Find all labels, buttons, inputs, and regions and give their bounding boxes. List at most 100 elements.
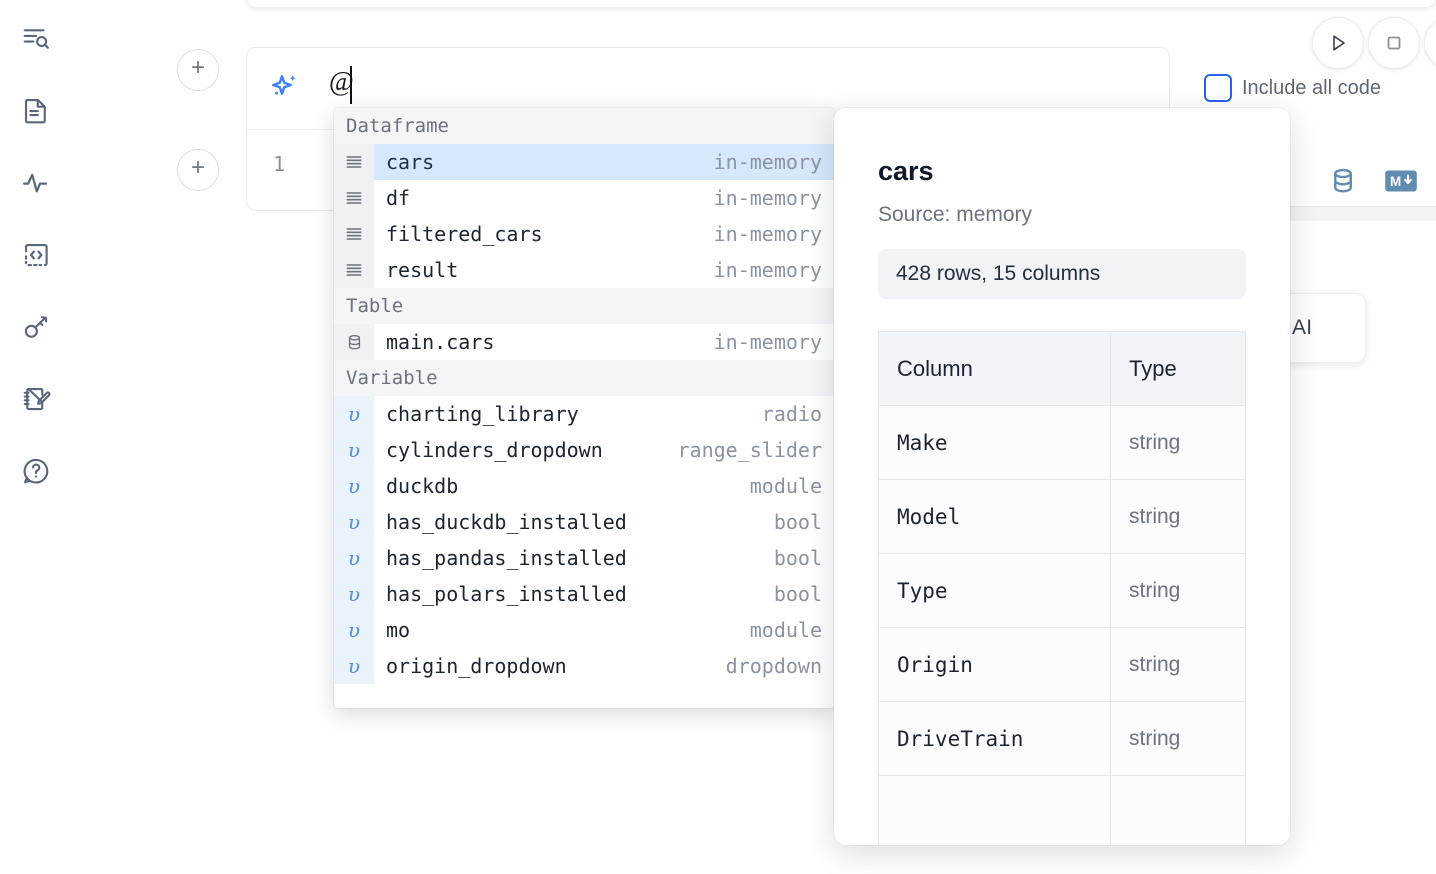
previous-cell-card — [246, 0, 1436, 8]
autocomplete-item[interactable]: υ has_polars_installed bool — [334, 576, 834, 612]
autocomplete-item-type: in-memory — [713, 150, 822, 174]
sparkle-icon — [267, 70, 303, 111]
table-cell-column — [878, 775, 1111, 845]
autocomplete-item-type: in-memory — [713, 330, 822, 354]
autocomplete-item-type: dropdown — [725, 654, 822, 678]
database-icon[interactable] — [1328, 166, 1358, 201]
help-chat-icon[interactable] — [15, 450, 57, 492]
activity-pulse-icon[interactable] — [15, 162, 57, 204]
ai-prompt-input[interactable]: @ — [329, 66, 355, 96]
table-column-header: Column — [878, 331, 1111, 406]
dataframe-preview-panel: cars Source: memory 428 rows, 15 columns… — [834, 108, 1290, 845]
include-all-code-checkbox[interactable] — [1204, 74, 1232, 102]
autocomplete-item-type: bool — [773, 582, 822, 606]
table-cell-type: string — [1110, 701, 1246, 776]
autocomplete-item[interactable]: result in-memory — [334, 252, 834, 288]
autocomplete-item-name: main.cars — [386, 330, 495, 354]
preview-title: cars — [878, 156, 934, 186]
table-cell-column: Make — [878, 405, 1111, 480]
variable-icon: υ — [334, 576, 374, 612]
table-cell-type: string — [1110, 627, 1246, 702]
autocomplete-item[interactable]: main.cars in-memory — [334, 324, 834, 360]
autocomplete-item-name: has_duckdb_installed — [386, 510, 627, 534]
outline-search-icon[interactable] — [15, 18, 57, 60]
autocomplete-item-body: main.cars in-memory — [374, 324, 834, 360]
add-cell-button-below[interactable]: + — [177, 149, 219, 191]
table-cell-type — [1110, 775, 1246, 845]
file-document-icon[interactable] — [15, 90, 57, 132]
line-number: 1 — [273, 152, 286, 176]
table-cell-type: string — [1110, 553, 1246, 628]
stop-button[interactable] — [1368, 17, 1420, 69]
key-icon[interactable] — [15, 306, 57, 348]
add-cell-label: + — [190, 54, 205, 81]
add-cell-button-above[interactable]: + — [177, 49, 219, 91]
autocomplete-group-header: Table — [334, 288, 834, 324]
text-cursor — [350, 66, 352, 104]
markdown-icon[interactable]: M — [1384, 168, 1418, 199]
markdown-glyph: M — [1385, 170, 1417, 191]
table-cell-column: Model — [878, 479, 1111, 554]
add-cell-label: + — [190, 154, 205, 181]
variable-icon: υ — [334, 612, 374, 648]
autocomplete-item-name: has_polars_installed — [386, 582, 627, 606]
autocomplete-item-name: duckdb — [386, 474, 459, 498]
database-icon — [334, 324, 374, 360]
table-row — [878, 775, 1246, 845]
include-all-code-label: Include all code — [1242, 76, 1381, 99]
autocomplete-item[interactable]: υ cylinders_dropdown range_slider — [334, 432, 834, 468]
preview-source: Source: memory — [878, 203, 1033, 226]
preview-shape-badge: 428 rows, 15 columns — [878, 249, 1246, 299]
more-actions-button[interactable] — [1424, 17, 1436, 69]
dataframe-icon — [334, 216, 374, 252]
autocomplete-item-body: mo module — [374, 612, 834, 648]
variable-icon: υ — [334, 540, 374, 576]
notebook-edit-icon[interactable] — [15, 378, 57, 420]
stop-square-icon — [1387, 36, 1401, 50]
table-cell-column: Origin — [878, 627, 1111, 702]
autocomplete-item-type: bool — [773, 546, 822, 570]
dataframe-icon — [334, 252, 374, 288]
autocomplete-item-body: cylinders_dropdown range_slider — [374, 432, 834, 468]
autocomplete-item-name: cylinders_dropdown — [386, 438, 603, 462]
variable-icon: υ — [334, 432, 374, 468]
autocomplete-item-type: module — [749, 618, 822, 642]
table-cell-column: DriveTrain — [878, 701, 1111, 776]
autocomplete-item-name: df — [386, 186, 411, 210]
autocomplete-item-name: mo — [386, 618, 411, 642]
autocomplete-item-name: result — [386, 258, 459, 282]
autocomplete-group-header: Dataframe — [334, 108, 834, 144]
autocomplete-item-body: result in-memory — [374, 252, 834, 288]
autocomplete-item-name: origin_dropdown — [386, 654, 567, 678]
autocomplete-item-type: range_slider — [677, 438, 823, 462]
table-cell-column: Type — [878, 553, 1111, 628]
run-button[interactable] — [1312, 17, 1364, 69]
autocomplete-item-type: in-memory — [713, 258, 822, 282]
include-all-code-control[interactable]: Include all code — [1204, 74, 1381, 102]
table-cell-type: string — [1110, 405, 1246, 480]
dataframe-icon — [334, 180, 374, 216]
autocomplete-item-type: radio — [761, 402, 822, 426]
autocomplete-item-name: filtered_cars — [386, 222, 543, 246]
variable-icon: υ — [334, 468, 374, 504]
code-brackets-icon[interactable] — [15, 234, 57, 276]
